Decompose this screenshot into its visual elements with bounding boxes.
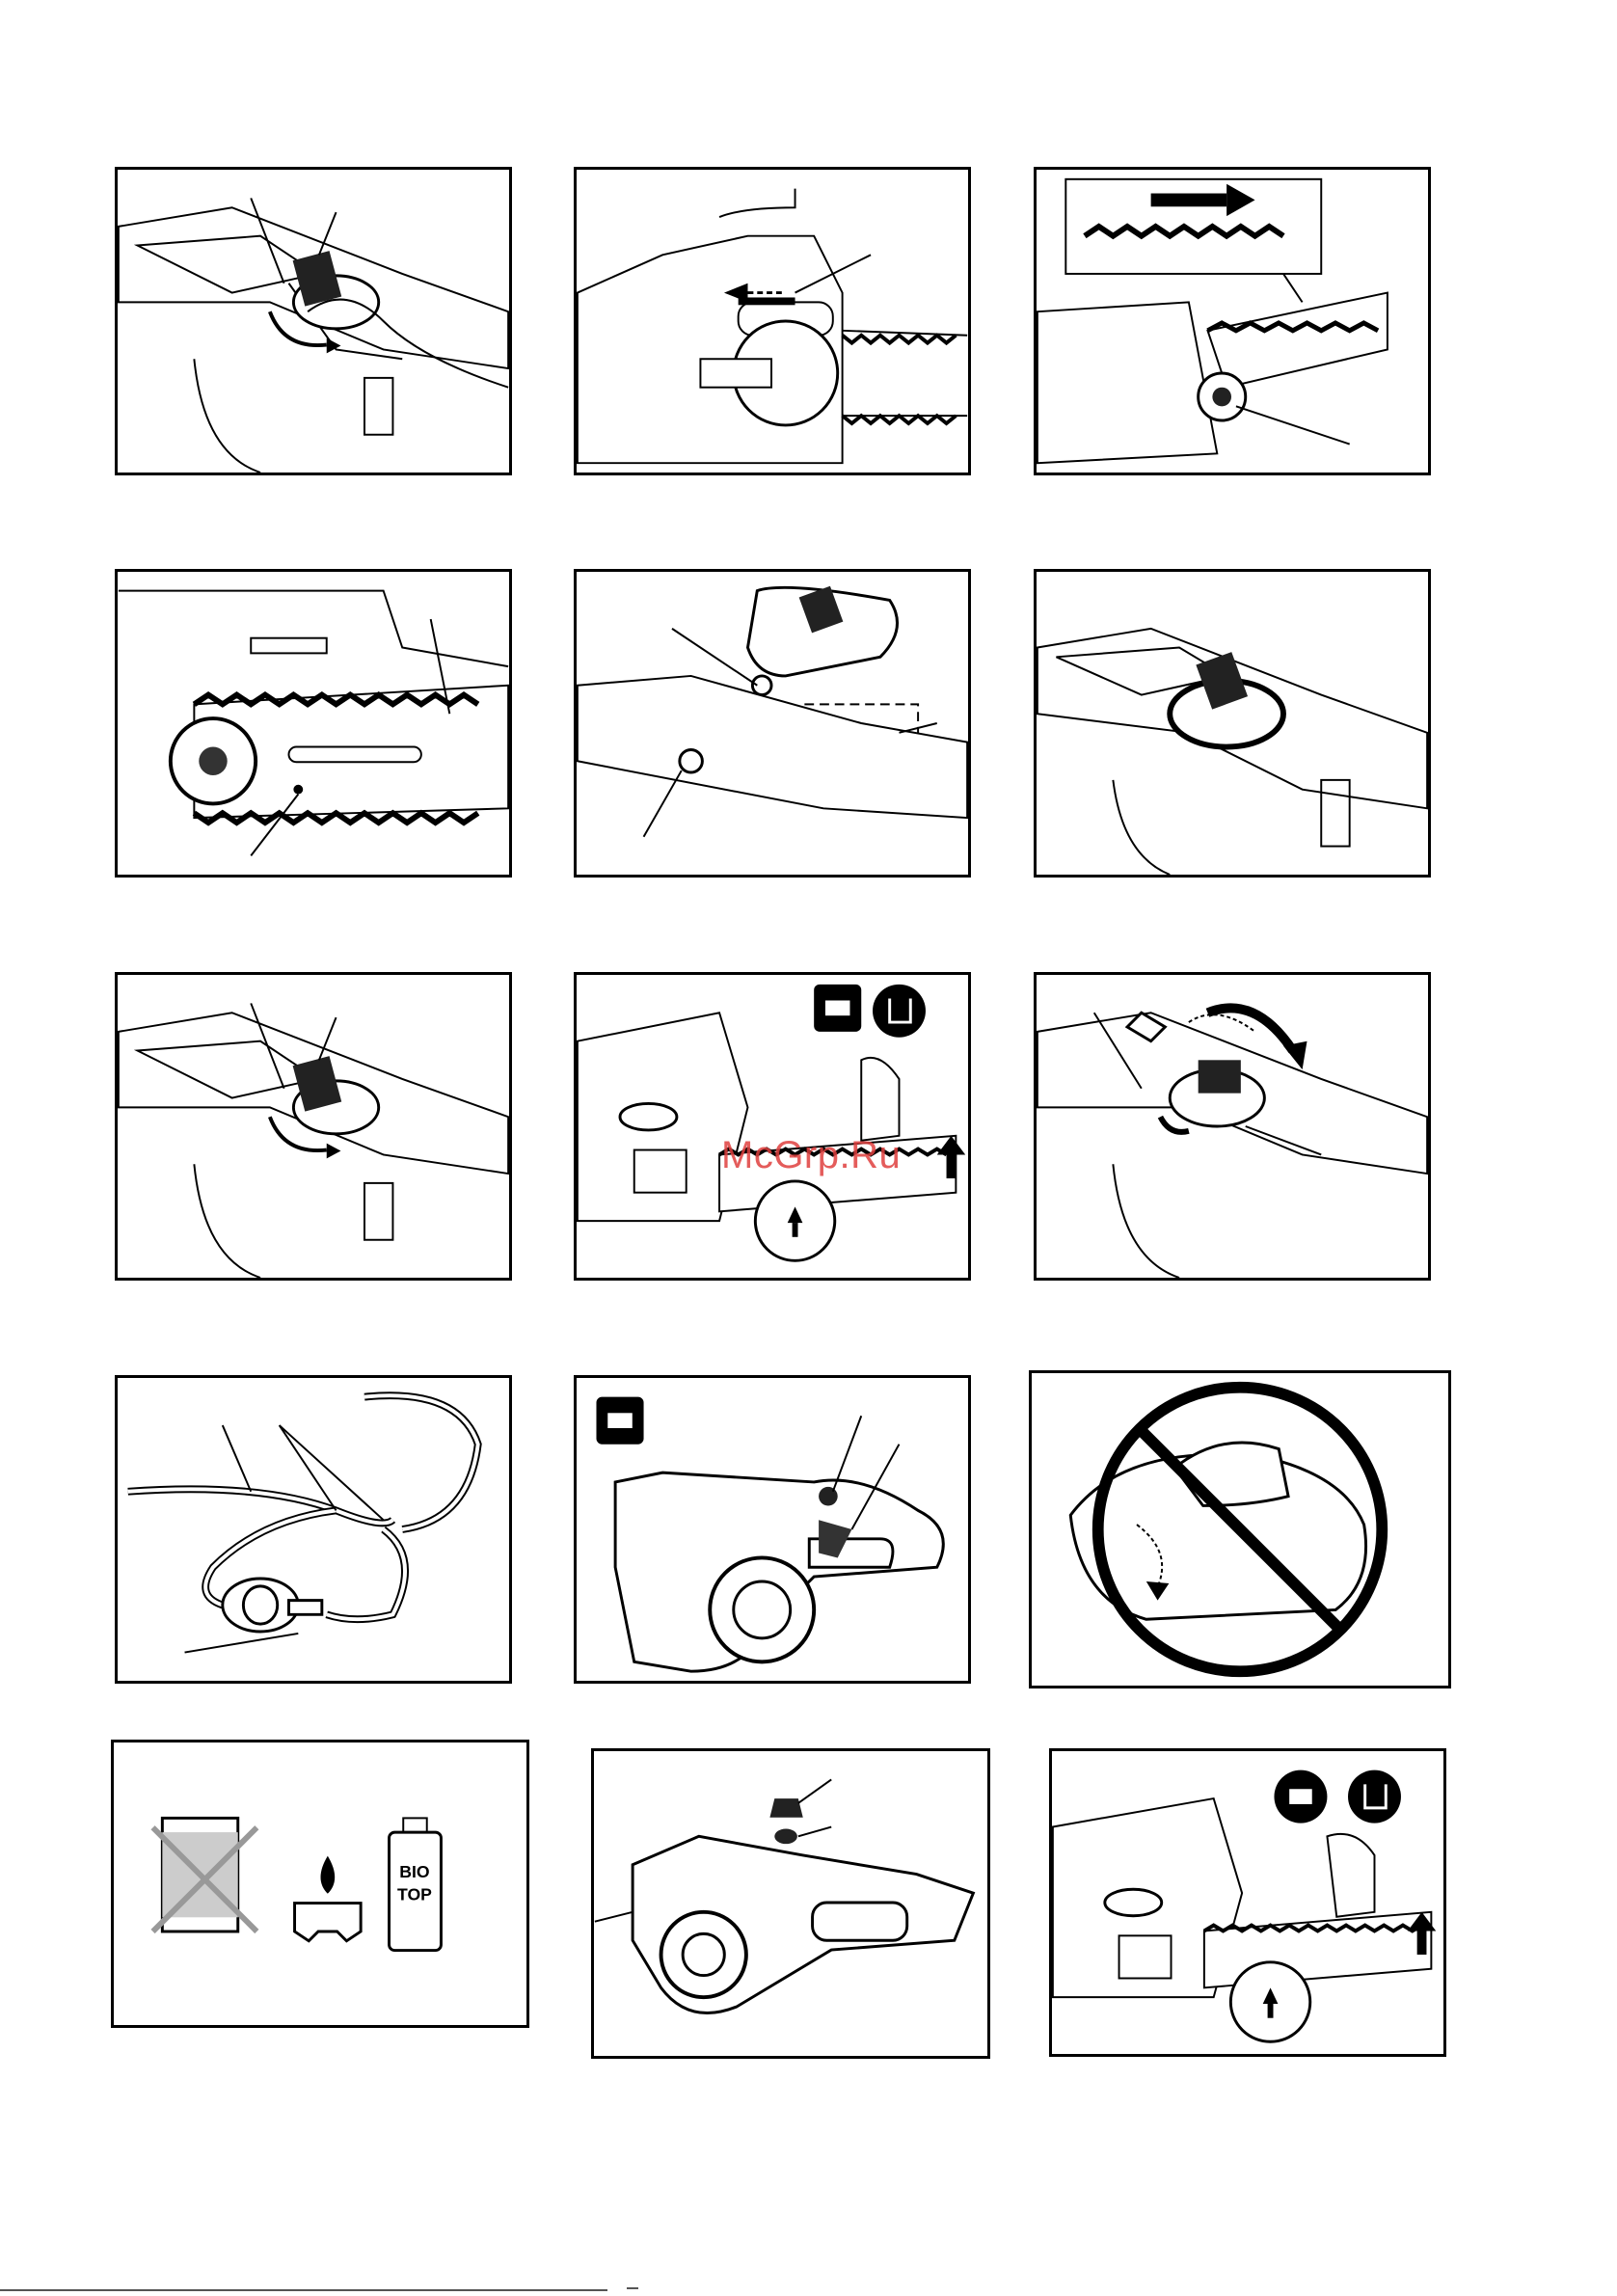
footer-rule bbox=[0, 2289, 607, 2291]
figure-tension-wheel-closed bbox=[1034, 569, 1431, 878]
figure-chain-tension-check: McGrp.Ru bbox=[574, 972, 971, 1281]
knob-lock-illustration bbox=[1037, 975, 1428, 1278]
tension-check-illustration bbox=[577, 975, 968, 1278]
oil-types-illustration: BIO TOP bbox=[114, 1742, 526, 2025]
figure-sprocket-cover-fitting bbox=[574, 569, 971, 878]
figure-chain-tension-knob-2 bbox=[115, 972, 512, 1281]
oil-bottle-label-line1: BIO bbox=[399, 1862, 429, 1881]
tension-check-illustration-2 bbox=[1052, 1751, 1443, 2054]
figure-chain-brake-release bbox=[574, 167, 971, 475]
oil-cap-illustration bbox=[594, 1751, 987, 2056]
cable-illustration bbox=[118, 1378, 509, 1681]
chain-brake-illustration bbox=[577, 170, 968, 473]
figure-bar-chain-fitting bbox=[115, 569, 512, 878]
figure-do-not-hold-wrong bbox=[1029, 1370, 1451, 1688]
chainsaw-knob-illustration bbox=[118, 170, 509, 473]
figure-oil-types: BIO TOP bbox=[111, 1740, 529, 2028]
figure-chain-tension-check-2 bbox=[1049, 1748, 1446, 2057]
figure-extension-cable-strain-relief bbox=[115, 1375, 512, 1684]
watermark: McGrp.Ru bbox=[721, 1134, 901, 1177]
chain-direction-illustration bbox=[1037, 170, 1428, 473]
figure-lock-off-trigger bbox=[574, 1375, 971, 1684]
prohibited-grip-illustration bbox=[1032, 1373, 1448, 1686]
lock-off-illustration bbox=[577, 1378, 968, 1681]
sprocket-cover-illustration bbox=[577, 572, 968, 875]
figure-oil-tank-cap bbox=[591, 1748, 990, 2059]
chainsaw-knob-illustration-2 bbox=[118, 975, 509, 1278]
figure-chain-tension-knob bbox=[115, 167, 512, 475]
tension-wheel-illustration bbox=[1037, 572, 1428, 875]
figure-tension-knob-lock bbox=[1034, 972, 1431, 1281]
oil-bottle-label-line2: TOP bbox=[397, 1885, 432, 1904]
bar-chain-illustration bbox=[118, 572, 509, 875]
footer-mark bbox=[627, 2287, 638, 2289]
figure-chain-direction bbox=[1034, 167, 1431, 475]
